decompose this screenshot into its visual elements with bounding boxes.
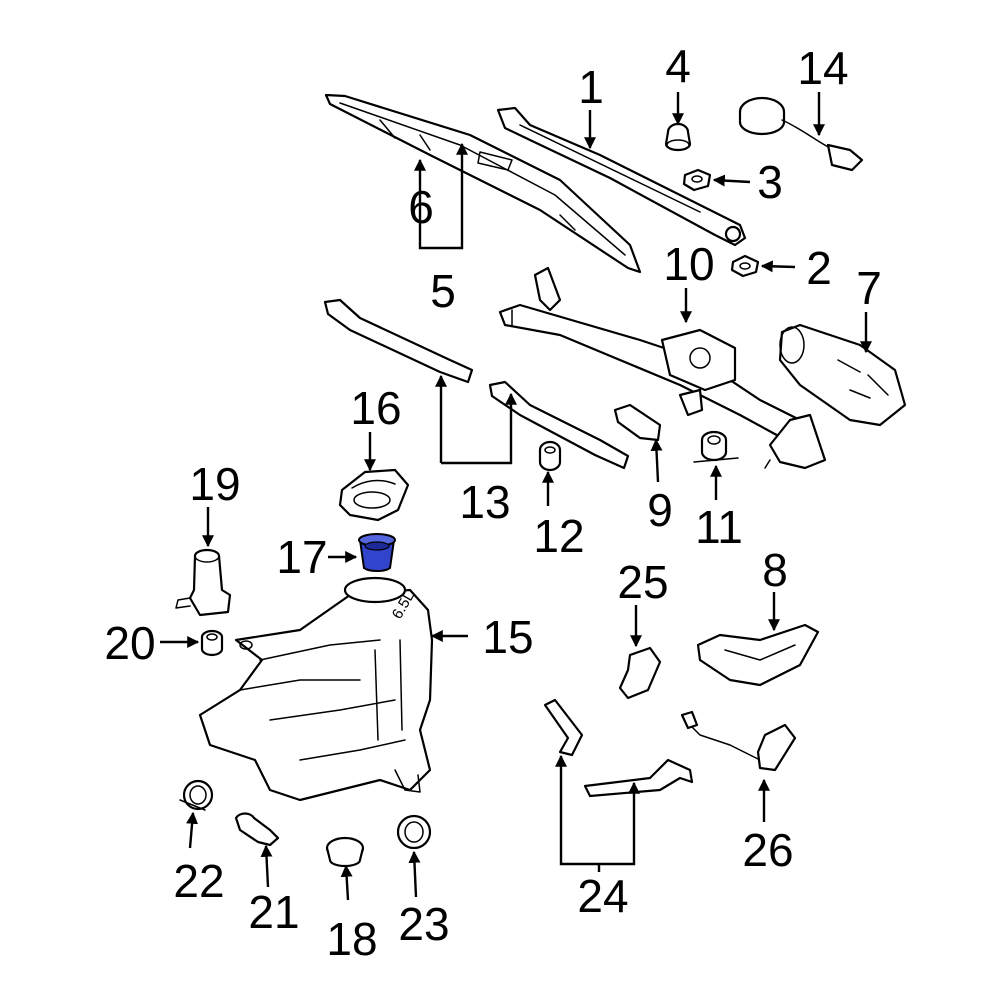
callout-25: 25 (617, 556, 668, 608)
level-sensor-part[interactable] (234, 812, 280, 847)
callout-13: 13 (459, 476, 510, 528)
nut-part[interactable] (682, 168, 712, 192)
callout-8: 8 (762, 544, 788, 596)
callout-5: 5 (430, 265, 456, 317)
callout-6: 6 (408, 181, 434, 233)
grommet-part[interactable] (693, 430, 739, 463)
washer-reservoir-part[interactable]: 6.5L (198, 576, 434, 802)
callout-1: 1 (578, 61, 604, 113)
nut-cap-part[interactable] (664, 122, 692, 152)
sensor-with-cable-part[interactable] (738, 96, 864, 172)
wiper-blade-part[interactable] (324, 93, 642, 274)
washer-nozzle-part[interactable] (618, 646, 662, 700)
leader-lines (160, 92, 872, 901)
callout-20: 20 (104, 617, 155, 669)
callout-9: 9 (647, 484, 673, 536)
callout-11: 11 (695, 501, 743, 553)
reservoir-grommet-part[interactable] (179, 779, 214, 811)
hose-connector-part[interactable] (680, 710, 797, 772)
callout-23: 23 (398, 898, 449, 950)
callout-15: 15 (482, 611, 533, 663)
callout-3: 3 (757, 156, 783, 208)
seal-grommet-part[interactable] (396, 814, 432, 850)
callout-16: 16 (350, 382, 401, 434)
callout-17: 17 (276, 531, 327, 583)
callout-14: 14 (797, 42, 848, 94)
callout-19: 19 (189, 458, 240, 510)
filler-neck-part[interactable] (338, 468, 410, 522)
callout-18: 18 (326, 913, 377, 965)
washer-pump-part[interactable] (175, 548, 232, 617)
filler-adapter-highlighted-part[interactable] (358, 533, 396, 573)
callout-22: 22 (173, 855, 224, 907)
callout-labels: 1 2 3 4 5 6 7 8 9 10 11 12 13 14 15 16 1… (104, 40, 881, 965)
pump-grommet-part[interactable] (200, 629, 224, 657)
washer-hoses-part[interactable] (543, 698, 694, 798)
callout-24: 24 (577, 870, 628, 922)
wiper-motor-part[interactable] (778, 323, 907, 427)
callout-4: 4 (665, 40, 691, 92)
linkage-arms-part[interactable] (323, 298, 630, 470)
callout-26: 26 (742, 824, 793, 876)
mounting-bracket-part[interactable] (613, 403, 662, 442)
plug-cap-part[interactable] (325, 836, 365, 868)
callout-12: 12 (533, 510, 584, 562)
callout-2: 2 (806, 242, 832, 294)
callout-7: 7 (856, 262, 882, 314)
reservoir-bracket-part[interactable] (696, 623, 820, 687)
bushing-part[interactable] (538, 440, 562, 472)
wiper-linkage-part[interactable] (498, 266, 827, 470)
callout-21: 21 (248, 886, 299, 938)
wiper-arm-part[interactable] (496, 106, 747, 247)
washer-nut-part[interactable] (730, 254, 760, 278)
callout-10: 10 (663, 238, 714, 290)
